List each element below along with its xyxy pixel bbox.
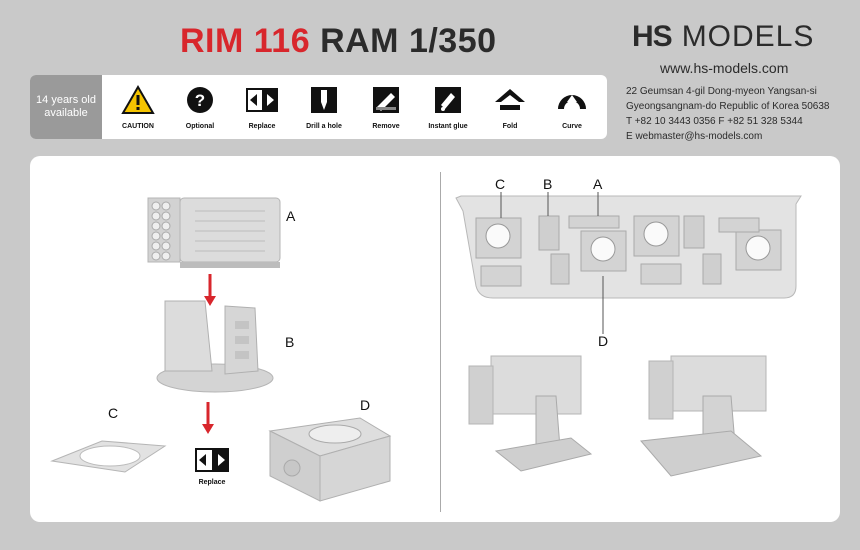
brand-name: MODELS	[681, 20, 815, 53]
legend-label: Optional	[185, 123, 215, 130]
legend-item-optional: ? Optional	[170, 85, 230, 130]
legend-item-replace: Replace	[232, 85, 292, 130]
legend-label: Drill a hole	[306, 123, 342, 130]
part-b-mount	[156, 300, 274, 393]
assembly-diagram	[50, 197, 392, 502]
replace-label: Replace	[198, 479, 226, 486]
website-link[interactable]: www.hs-models.com	[660, 60, 789, 76]
svg-text:?: ?	[195, 91, 205, 110]
sprue-diagram	[455, 192, 802, 477]
address-line: 22 Geumsan 4-gil Dong-myeon Yangsan-si	[626, 86, 817, 97]
caution-icon	[121, 84, 155, 114]
sprue-label-c: C	[495, 176, 506, 192]
legend-item-fold: Fold	[480, 85, 540, 130]
phone-line: T +82 10 3443 0356 F +82 51 328 5344	[626, 116, 803, 127]
down-arrow-icon	[204, 296, 216, 306]
remove-icon	[373, 87, 399, 113]
title-dark: RAM 1/350	[320, 22, 497, 60]
legend-label: Remove	[372, 123, 400, 130]
age-line: 14 years old	[36, 94, 96, 106]
down-arrow-icon	[202, 424, 214, 434]
glue-icon	[435, 87, 461, 113]
sprue-label-a: A	[593, 176, 603, 192]
finished-model-front	[468, 355, 593, 472]
label-a: A	[286, 208, 296, 224]
legend-label: Fold	[502, 123, 518, 130]
sprue-label-d: D	[598, 333, 609, 349]
legend-item-remove: Remove	[356, 85, 416, 130]
age-line: available	[44, 107, 88, 119]
brand-mark: HS	[632, 20, 673, 53]
legend-label: Replace	[248, 123, 276, 130]
address-line: Gyeongsangnam-do Republic of Korea 50638	[626, 101, 830, 112]
email-line: E webmaster@hs-models.com	[626, 131, 763, 142]
title-red: RIM 116	[180, 22, 311, 60]
replace-icon	[195, 448, 229, 472]
legend-item-drill: Drill a hole	[294, 85, 354, 130]
fold-icon	[495, 89, 525, 110]
label-b: B	[285, 334, 295, 350]
finished-model-rear	[640, 355, 767, 477]
legend-item-caution: CAUTION	[108, 84, 168, 130]
address-block: 22 Geumsan 4-gil Dong-myeon Yangsan-si G…	[626, 84, 829, 144]
legend-label: Instant glue	[428, 123, 468, 130]
label-d: D	[360, 397, 371, 413]
label-c: C	[108, 405, 119, 421]
replace-icon	[246, 88, 278, 112]
sprue-label-b: B	[543, 176, 553, 192]
page-title: RIM 116 RAM 1/350	[180, 22, 497, 61]
curve-icon	[558, 95, 586, 109]
legend-label: Curve	[562, 123, 582, 130]
legend-item-glue: Instant glue	[418, 85, 478, 130]
part-a-launcher	[147, 197, 281, 268]
legend-label: CAUTION	[122, 123, 154, 130]
part-d-base	[268, 417, 392, 502]
replace-badge: Replace	[195, 448, 229, 486]
part-c-ring	[50, 440, 167, 473]
sprue-tray	[455, 195, 802, 299]
question-icon: ?	[187, 87, 213, 113]
legend-item-curve: Curve	[542, 85, 602, 130]
drill-icon	[311, 87, 337, 113]
panel-divider	[440, 172, 441, 512]
